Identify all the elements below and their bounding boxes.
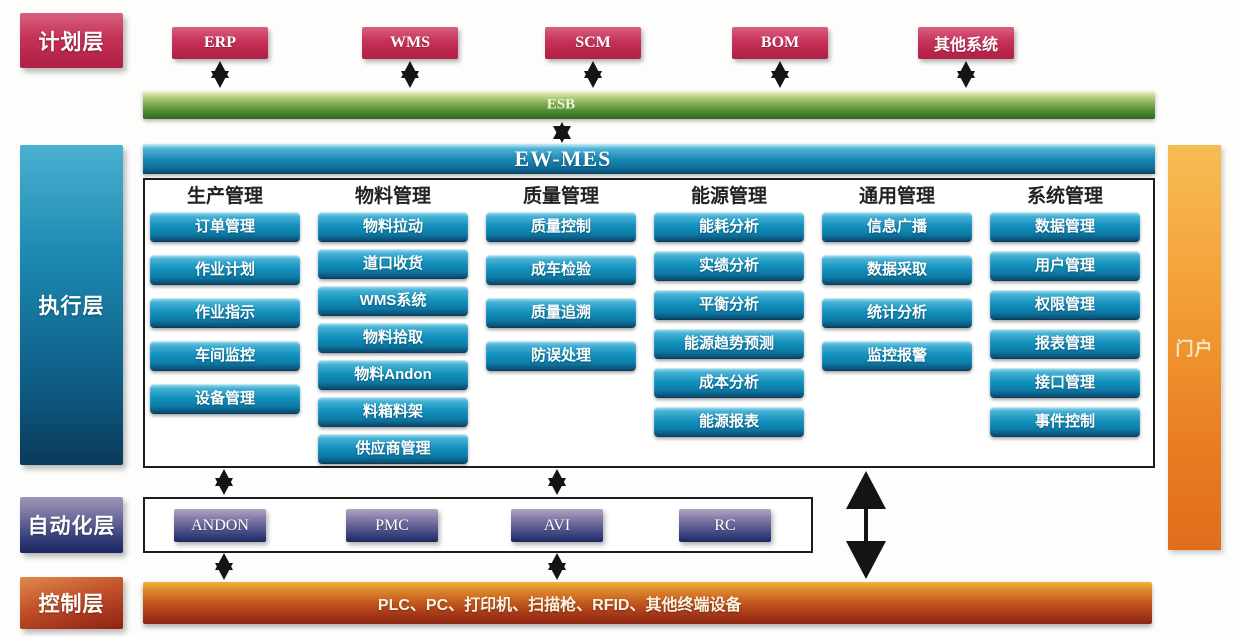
module-item: 作业指示 [150,298,300,328]
layer-label-control: 控制层 [20,577,123,629]
module-item: 权限管理 [990,290,1140,320]
planning-system-erp: ERP [172,27,268,59]
control-devices-label: PLC、PC、打印机、扫描枪、RFID、其他终端设备 [377,597,742,614]
module-item: 统计分析 [822,298,972,328]
automation-system-andon: ANDON [174,509,266,542]
esb-bus-bar: ESB [143,91,1155,119]
module-item: 接口管理 [990,368,1140,398]
module-item: 料箱料架 [318,397,468,427]
module-header: 能源管理 [690,186,767,207]
module-column-2: 物料管理物料拉动道口收货 WMS系统物料拾取物料Andon 料箱料架供应商管理 [318,184,468,464]
module-header: 系统管理 [1026,186,1103,207]
mes-title-bar: EW-MES [143,144,1155,174]
module-item: 成车检验 [486,255,636,285]
module-item: 道口收货 [318,249,468,279]
planning-system-scm: SCM [545,27,641,59]
module-item: 成本分析 [654,368,804,398]
module-item: 用户管理 [990,251,1140,281]
mes-title: EW-MES [514,146,612,171]
module-item: 数据管理 [990,212,1140,242]
module-item: WMS系统 [318,286,468,316]
module-column-3: 质量管理质量控制成车检验质量追溯防误处理 [486,184,636,371]
esb-label: ESB [546,96,576,113]
planning-system-bom: BOM [732,27,828,59]
module-item: 报表管理 [990,329,1140,359]
module-column-6: 系统管理数据管理用户管理权限管理报表管理接口管理事件控制 [990,184,1140,437]
module-header: 生产管理 [186,186,263,207]
module-header: 物料管理 [354,186,431,207]
planning-system-wms: WMS [362,27,458,59]
module-column-5: 通用管理信息广播数据采取统计分析监控报警 [822,184,972,371]
module-header: 质量管理 [522,186,599,207]
automation-system-rc: RC [679,509,771,542]
module-item: 物料拾取 [318,323,468,353]
module-item: 设备管理 [150,384,300,414]
module-item: 事件控制 [990,407,1140,437]
module-item: 信息广播 [822,212,972,242]
module-item: 质量追溯 [486,298,636,328]
module-item: 能源报表 [654,407,804,437]
automation-system-avi: AVI [511,509,603,542]
portal-label: 门户 [1175,338,1214,359]
portal-bar: 门户 [1168,145,1221,550]
module-item: 物料Andon [318,360,468,390]
module-item: 质量控制 [486,212,636,242]
module-item: 物料拉动 [318,212,468,242]
module-item: 车间监控 [150,341,300,371]
module-item: 监控报警 [822,341,972,371]
mes-modules-panel: 生产管理订单管理作业计划作业指示车间监控设备管理 物料管理物料拉动道口收货 WMS系… [143,178,1155,468]
layer-label-planning: 计划层 [20,13,123,68]
module-item: 实绩分析 [654,251,804,281]
planning-system-其他系统: 其他系统 [918,27,1014,59]
module-item: 能耗分析 [654,212,804,242]
control-devices-bar: PLC、PC、打印机、扫描枪、RFID、其他终端设备 [143,582,1152,624]
module-item: 能源趋势预测 [654,329,804,359]
module-item: 数据采取 [822,255,972,285]
automation-system-pmc: PMC [346,509,438,542]
module-item: 平衡分析 [654,290,804,320]
module-item: 作业计划 [150,255,300,285]
module-item: 防误处理 [486,341,636,371]
module-item: 订单管理 [150,212,300,242]
module-item: 供应商管理 [318,434,468,464]
module-column-4: 能源管理能耗分析实绩分析平衡分析能源趋势预测成本分析能源报表 [654,184,804,437]
layer-label-execution: 执行层 [20,145,123,465]
layer-label-automation: 自动化层 [20,497,123,553]
module-column-1: 生产管理订单管理作业计划作业指示车间监控设备管理 [150,184,300,414]
module-header: 通用管理 [858,186,935,207]
